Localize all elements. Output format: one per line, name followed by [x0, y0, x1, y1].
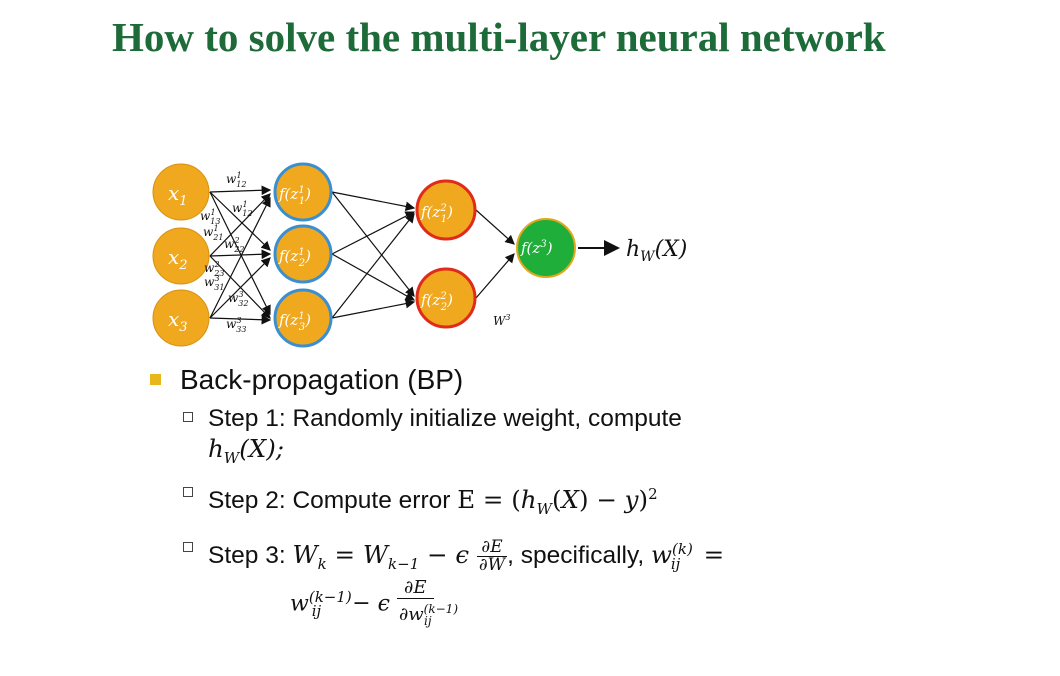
bullet-step-3: Step 3: Wk = Wk−1 − ϵ ∂E∂W, specifically…	[150, 534, 1030, 579]
svg-text:w313: w313	[204, 274, 224, 292]
svg-text:f(z21): f(z21)	[420, 203, 453, 225]
svg-text:x2: x2	[168, 245, 188, 273]
page-title: How to solve the multi-layer neural netw…	[112, 14, 886, 60]
checkbox-bullet-icon	[183, 541, 193, 552]
output-node: f(z3)	[516, 218, 576, 278]
square-bullet-icon	[150, 374, 161, 385]
svg-text:w131: w131	[200, 208, 220, 226]
step3-math: Wk = Wk−1 − ϵ ∂E∂W	[292, 537, 508, 576]
output-label: hW(X)	[626, 237, 687, 265]
svg-text:w333: w333	[226, 316, 246, 334]
input-node-1: x1	[152, 163, 210, 221]
bullet-step-2: Step 2: Compute error E = (hW(X) − y)2	[150, 479, 1030, 524]
bullet-step-1: Step 1: Randomly initialize weight, comp…	[150, 404, 1030, 473]
svg-text:f(z3): f(z3)	[520, 239, 553, 257]
input-node-3: x3	[152, 289, 210, 347]
input-node-2: x2	[152, 227, 210, 285]
step2-math: E = (hW(X) − y)2	[457, 484, 658, 518]
checkbox-bullet-icon	[183, 486, 193, 497]
svg-text:f(z12): f(z12)	[278, 247, 311, 269]
step3-equation-line2: w(k−1)ij − ϵ ∂E∂w(k−1)ij	[290, 577, 458, 628]
svg-text:x1: x1	[168, 181, 188, 209]
svg-text:w232: w232	[204, 260, 224, 278]
svg-text:f(z22): f(z22)	[420, 291, 453, 313]
svg-text:w121: w121	[232, 200, 252, 218]
svg-text:w323: w323	[228, 290, 248, 308]
svg-text:w222: w222	[224, 236, 244, 254]
w3-label: W3	[493, 313, 510, 328]
weight-labels: w121 w121 w131 w211 w222 w232 w313 w323 …	[200, 171, 252, 334]
svg-text:w211: w211	[203, 224, 223, 242]
svg-text:f(z13): f(z13)	[278, 311, 311, 333]
checkbox-bullet-icon	[183, 412, 193, 422]
svg-text:x3: x3	[168, 307, 188, 335]
bullet-backprop: Back-propagation (BP)	[150, 362, 1030, 398]
svg-text:f(z11): f(z11)	[278, 185, 311, 207]
input-hidden1-edges	[209, 185, 272, 325]
hidden2-output-edges	[475, 209, 515, 299]
bullet-list: Back-propagation (BP) Step 1: Randomly i…	[150, 362, 1030, 579]
step3-rhs: w(k)ij =	[651, 539, 725, 573]
hidden1-hidden2-edges	[331, 191, 416, 319]
svg-text:w121: w121	[226, 171, 246, 189]
step1-math: hW(X);	[208, 434, 285, 467]
